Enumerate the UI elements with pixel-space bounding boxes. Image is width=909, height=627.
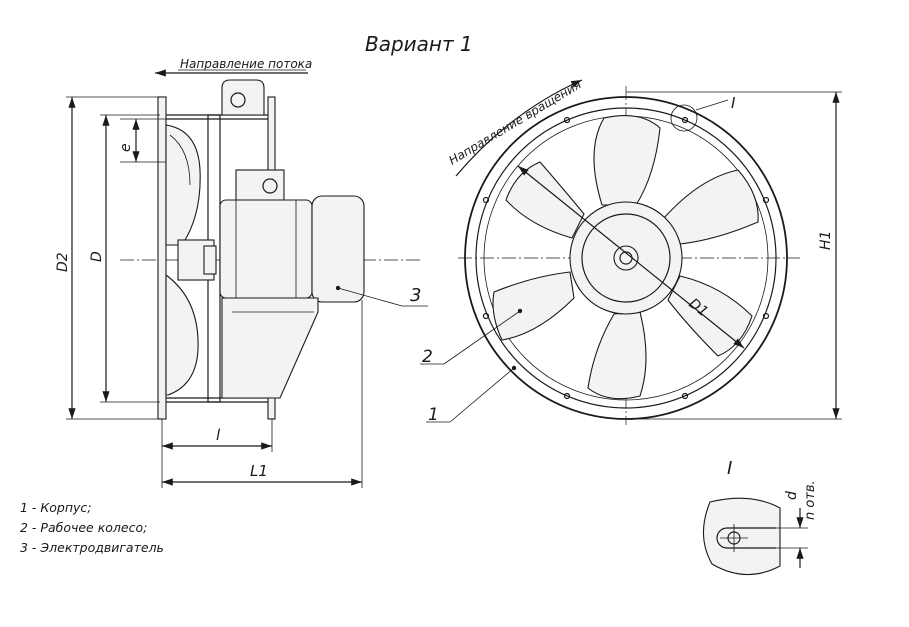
detail-circle xyxy=(670,104,698,132)
rotation-direction-arrow xyxy=(455,79,583,177)
lifting-lug xyxy=(221,79,265,116)
leader-part-1-dot xyxy=(511,365,517,371)
leader-part-3 xyxy=(337,287,403,307)
detail-slot xyxy=(727,527,776,549)
leader-part-2 xyxy=(443,310,521,365)
part-3-label: 3 xyxy=(410,285,421,306)
detail-title: I xyxy=(727,458,732,479)
dim-e-label: e xyxy=(118,143,134,152)
dim-d2-label: D2 xyxy=(55,252,71,272)
housing-front-flange xyxy=(157,96,167,420)
front-view: D1 Направление вращения I H1 2 1 xyxy=(420,77,842,425)
legend-item-2: 2 - Рабочее колесо; xyxy=(20,520,147,535)
motor-support xyxy=(221,297,319,399)
part-2-label: 2 xyxy=(422,347,433,367)
side-blade-upper xyxy=(165,124,201,246)
legend-item-1: 1 - Корпус; xyxy=(20,500,92,515)
dim-n-holes-label: n отв. xyxy=(803,480,818,520)
detail-leader xyxy=(695,99,729,111)
lifting-lug-hole xyxy=(230,92,246,108)
detail-view: I d n отв. xyxy=(702,458,818,576)
legend: 1 - Корпус; 2 - Рабочее колесо; 3 - Элек… xyxy=(20,500,164,555)
side-blade-lower xyxy=(165,273,199,396)
drawing-title: Вариант 1 xyxy=(365,32,473,56)
side-view: Направление потока xyxy=(55,57,428,488)
leader-part-1 xyxy=(449,367,515,423)
part-1-label: 1 xyxy=(428,405,439,425)
front-hub-boss xyxy=(613,245,639,271)
dim-l-label: l xyxy=(216,426,221,444)
dim-h1-label: H1 xyxy=(818,231,834,250)
terminal-box-gland xyxy=(262,178,278,194)
motor-end-cap xyxy=(311,195,365,303)
terminal-box xyxy=(235,169,285,203)
dim-l1-label: L1 xyxy=(250,462,268,480)
dim-d-label: D xyxy=(89,251,105,262)
leader-part-3-dot xyxy=(335,285,341,291)
detail-ref-label: I xyxy=(731,94,736,112)
side-blade-line xyxy=(169,134,191,186)
dim-d1-line xyxy=(517,165,745,349)
flow-direction-label: Направление потока xyxy=(180,57,312,71)
leader-part-2-dot xyxy=(517,308,523,314)
hub-nut xyxy=(203,245,217,275)
detail-slot-end xyxy=(716,527,728,549)
housing-ring-front xyxy=(475,107,777,409)
legend-item-3: 3 - Электродвигатель xyxy=(20,540,164,555)
detail-flange-segment xyxy=(702,497,781,576)
bolt-holes xyxy=(482,116,770,400)
dim-d-detail-label: d xyxy=(784,491,800,500)
motor-body xyxy=(219,199,313,299)
